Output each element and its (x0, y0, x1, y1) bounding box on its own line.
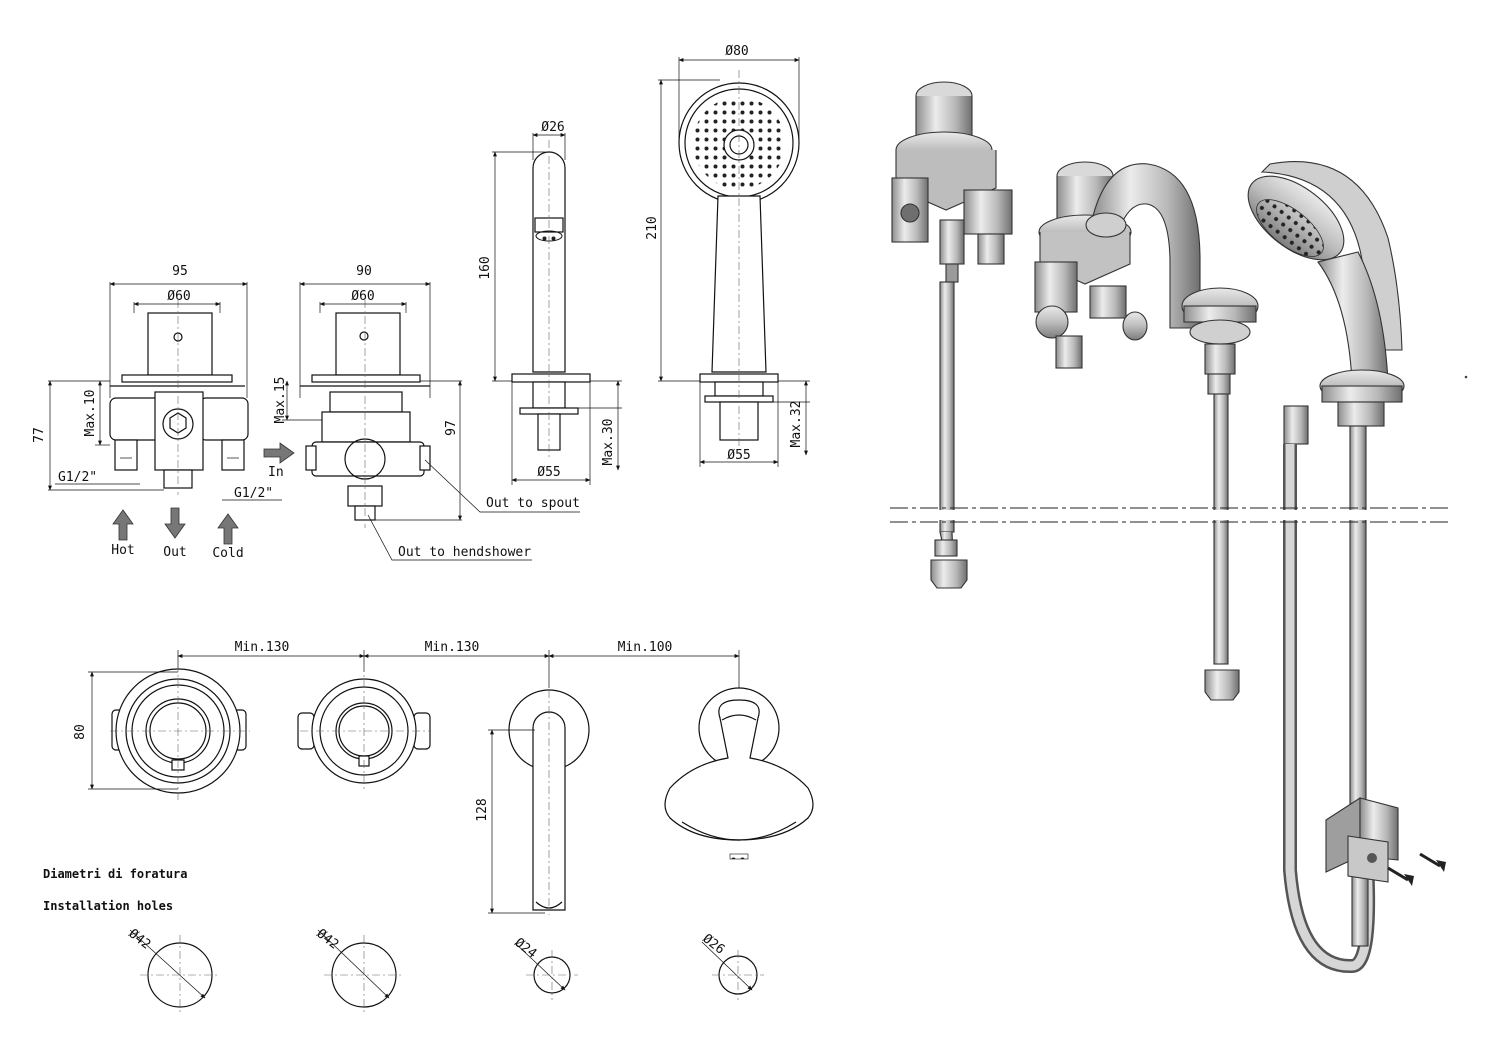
diverter-front-view: 90 Ø60 97 Max.15 In Out to spout Out to … (263, 264, 580, 561)
spout-top-diameter-label: Ø26 (541, 120, 564, 135)
hot-arrow-icon (112, 509, 134, 541)
diverter-inlet-label: In (268, 465, 284, 480)
handshower-base-diameter-label: Ø55 (727, 448, 750, 463)
handshower-front-view: Ø80 210 Ø55 Max.32 (645, 44, 810, 467)
flow-label-hot: Hot (111, 543, 134, 558)
mixer-diameter-label: Ø60 (167, 289, 190, 304)
mixer-max-depth-label: Max.10 (83, 390, 98, 437)
handshower-head-diameter-label: Ø80 (725, 44, 748, 59)
top-depth-label: 80 (73, 724, 88, 740)
callout-out-to-handshower: Out to hendshower (398, 545, 531, 560)
inlet-arrow-icon (263, 442, 295, 464)
diverter-width-label: 90 (356, 264, 372, 279)
spout-height-label: 160 (478, 256, 493, 279)
spacing-label-2: Min.130 (425, 640, 480, 655)
diverter-max-depth-label: Max.15 (273, 377, 288, 424)
top-spout-reach-label: 128 (475, 798, 490, 821)
diverter-height-label: 97 (444, 420, 459, 436)
flow-label-cold: Cold (212, 546, 243, 561)
mixer-thread-right-label: G1/2" (234, 486, 273, 501)
spacing-label-1: Min.130 (235, 640, 290, 655)
spacing-label-3: Min.100 (618, 640, 673, 655)
top-views: Min.130 Min.130 Min.100 80 (73, 640, 814, 915)
mixer-thread-left-label: G1/2" (58, 470, 97, 485)
spout-front-view: Ø26 160 Ø55 Max.30 (478, 120, 622, 485)
handshower-max-depth-label: Max.32 (789, 401, 804, 448)
cold-arrow-icon (217, 513, 239, 545)
installation-heading-it: Diametri di foratura (43, 867, 188, 881)
installation-holes: Diametri di foratura Installation holes … (43, 867, 764, 1015)
installation-heading-en: Installation holes (43, 899, 173, 913)
isometric-assembly-render (890, 81, 1468, 973)
diverter-diameter-label: Ø60 (351, 289, 374, 304)
handshower-height-label: 210 (645, 216, 660, 239)
mixer-height-label: 77 (32, 427, 47, 443)
out-arrow-icon (164, 507, 186, 539)
hole-label-1: Ø42 (126, 926, 154, 952)
mixer-front-view: 95 Ø60 77 Max.10 G1/2" G1/2" Hot Out Col… (32, 264, 282, 561)
spout-base-diameter-label: Ø55 (537, 465, 560, 480)
spout-max-depth-label: Max.30 (601, 419, 616, 466)
hole-label-4: Ø26 (700, 931, 728, 957)
mixer-width-label: 95 (172, 264, 188, 279)
flow-label-out: Out (163, 545, 186, 560)
callout-out-to-spout: Out to spout (486, 496, 580, 511)
hole-label-3: Ø24 (512, 935, 540, 961)
